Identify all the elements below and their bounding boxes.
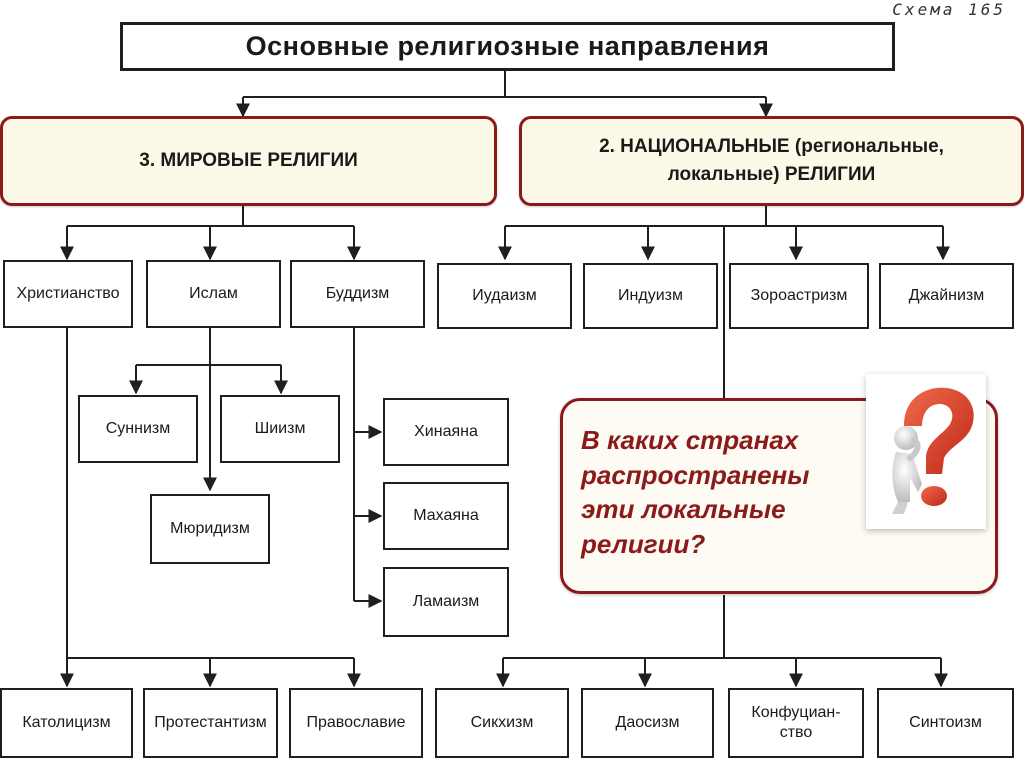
national-religions-label-line1: 2. НАЦИОНАЛЬНЫЕ (региональные, xyxy=(599,135,944,157)
branch-muridism: Мюридизм xyxy=(150,494,270,564)
religion-label: Индуизм xyxy=(618,287,683,304)
religion-label: Синтоизм xyxy=(909,714,982,731)
branch-label: Хинаяна xyxy=(414,423,478,440)
religion-label: Ислам xyxy=(189,285,238,302)
religion-label: Конфуциан- ство xyxy=(751,704,841,741)
religion-confucianism: Конфуциан- ство xyxy=(728,688,864,758)
religion-jainism: Джайнизм xyxy=(879,263,1014,329)
national-religions-box: 2. НАЦИОНАЛЬНЫЕ (региональные, локальные… xyxy=(519,116,1024,206)
branch-lamaism: Ламаизм xyxy=(383,567,509,637)
religion-zoroastrianism: Зороастризм xyxy=(729,263,869,329)
religion-christianity: Христианство xyxy=(3,260,133,328)
religion-label: Буддизм xyxy=(325,285,390,302)
religion-sikhism: Сикхизм xyxy=(435,688,569,758)
branch-label: Суннизм xyxy=(105,420,171,437)
branch-label: Католицизм xyxy=(22,714,111,731)
religion-hinduism: Индуизм xyxy=(583,263,718,329)
religion-label: Джайнизм xyxy=(908,287,985,304)
question-line-3: эти локальные xyxy=(581,494,786,525)
question-line-2: распространены xyxy=(581,459,810,490)
branch-orthodoxy: Православие xyxy=(289,688,423,758)
religion-islam: Ислам xyxy=(146,260,281,328)
question-text: В каких странах распространены эти локал… xyxy=(581,423,841,561)
branch-label: Махаяна xyxy=(413,507,479,524)
religion-shintoism: Синтоизм xyxy=(877,688,1014,758)
religion-taoism: Даосизм xyxy=(581,688,714,758)
branch-label: Протестантизм xyxy=(154,714,267,731)
branch-hinayana: Хинаяна xyxy=(383,398,509,466)
religion-label: Даосизм xyxy=(615,714,680,731)
branch-mahayana: Махаяна xyxy=(383,482,509,550)
question-mark-person-icon xyxy=(866,374,986,529)
religion-buddhism: Буддизм xyxy=(290,260,425,328)
religion-label: Иудаизм xyxy=(472,287,537,304)
branch-label: Мюридизм xyxy=(170,520,250,537)
branch-catholicism: Католицизм xyxy=(0,688,133,758)
branch-protestantism: Протестантизм xyxy=(143,688,278,758)
branch-label: Шиизм xyxy=(254,420,306,437)
diagram-title-box: Основные религиозные направления xyxy=(120,22,895,71)
diagram-title: Основные религиозные направления xyxy=(245,30,770,61)
world-religions-label: 3. МИРОВЫЕ РЕЛИГИИ xyxy=(139,150,358,172)
question-line-4: религии? xyxy=(581,528,706,559)
branch-label: Ламаизм xyxy=(412,593,480,610)
branch-sunnism: Суннизм xyxy=(78,395,198,463)
world-religions-box: 3. МИРОВЫЕ РЕЛИГИИ xyxy=(0,116,497,206)
national-religions-label-line2: локальные) РЕЛИГИИ xyxy=(667,164,876,185)
question-line-1: В каких странах xyxy=(581,425,799,455)
religion-label: Сикхизм xyxy=(470,714,534,731)
religion-judaism: Иудаизм xyxy=(437,263,572,329)
branch-label: Православие xyxy=(306,714,406,731)
religion-label: Зороастризм xyxy=(750,287,848,304)
religion-label: Христианство xyxy=(16,285,120,302)
branch-shiism: Шиизм xyxy=(220,395,340,463)
schema-number-label: Схема 165 xyxy=(892,0,1006,19)
